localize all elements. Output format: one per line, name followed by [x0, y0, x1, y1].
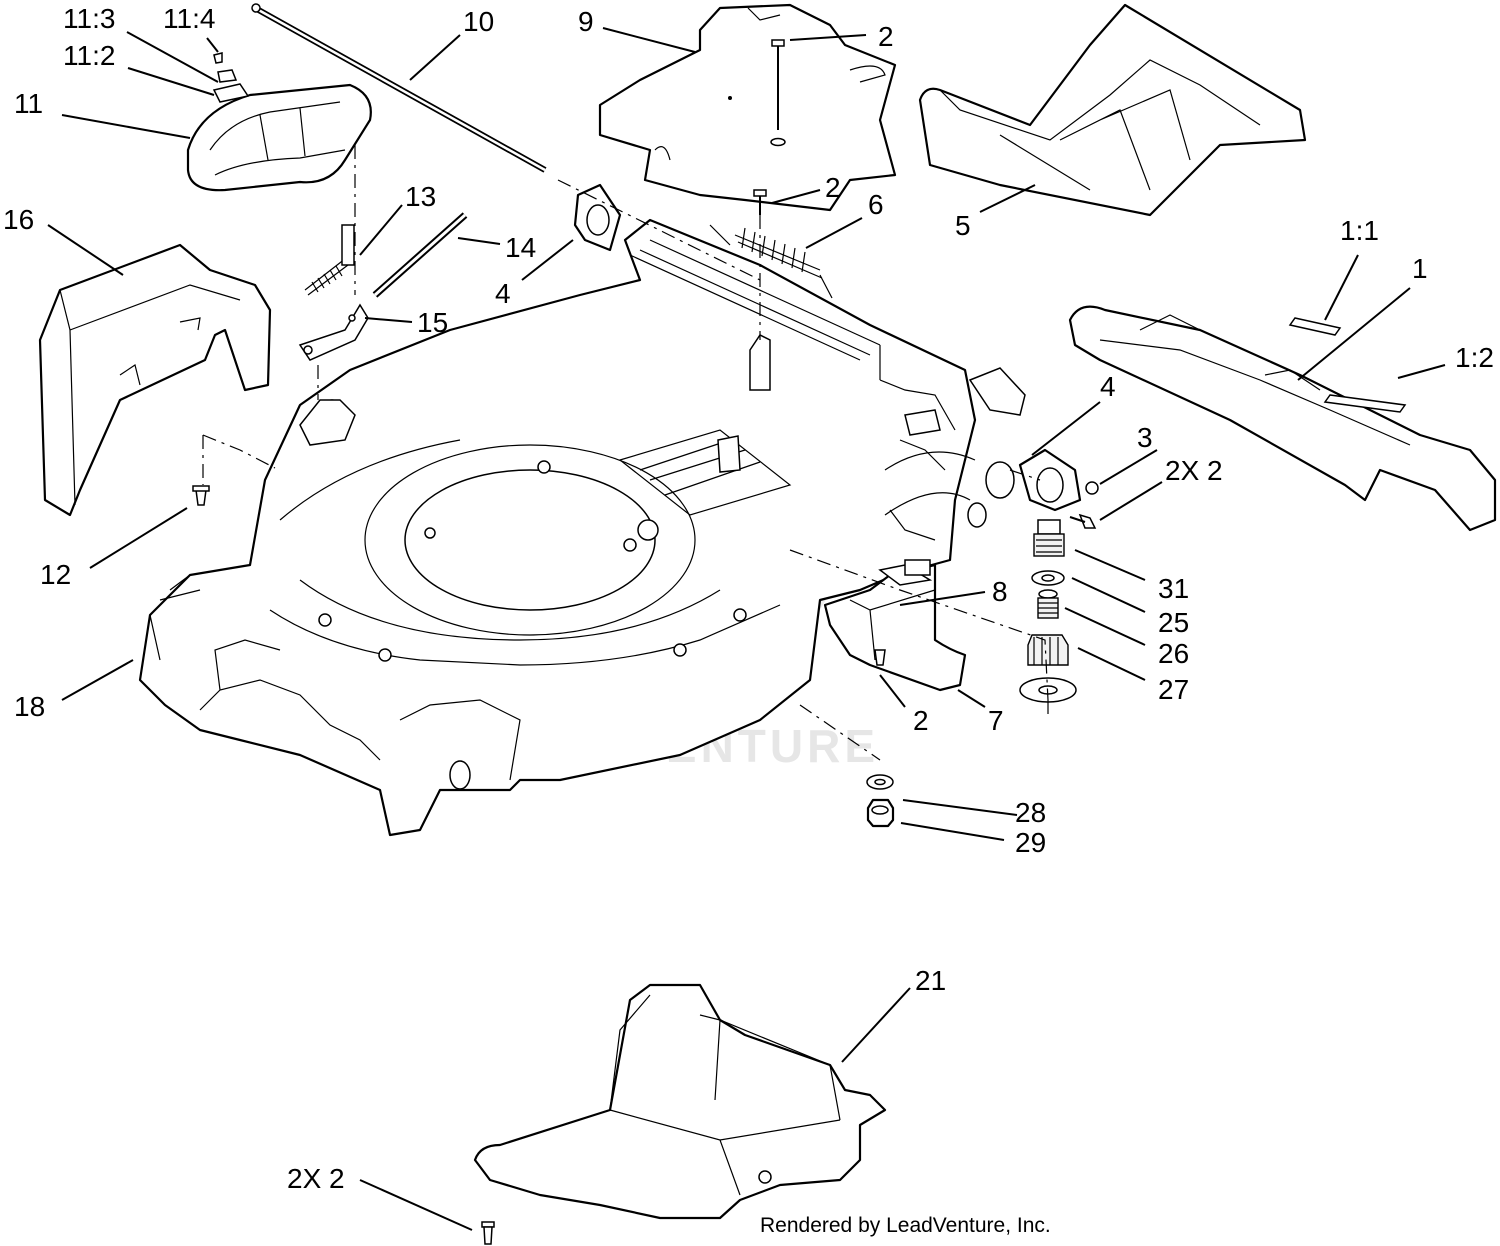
part-9-plate: [598, 3, 897, 212]
callout-2-mid: 2: [825, 172, 841, 203]
callout-5: 5: [955, 210, 971, 241]
part-15-bracket: [298, 303, 369, 361]
callout-10: 10: [463, 6, 494, 37]
part-2-screw-lower: [874, 649, 886, 666]
part-16-flap: [38, 243, 272, 517]
callout-29: 29: [1015, 827, 1046, 858]
callout-27: 27: [1158, 674, 1189, 705]
render-credit: Rendered by LeadVenture, Inc.: [760, 1214, 1051, 1237]
part-4-bushing-upper: [573, 183, 622, 252]
callout-25: 25: [1158, 607, 1189, 638]
part-12-screw: [192, 485, 210, 506]
part-2-screw-top: [771, 39, 785, 130]
callout-4-upper: 4: [495, 278, 511, 309]
callout-8: 8: [992, 576, 1008, 607]
callout-9: 9: [578, 6, 594, 37]
part-10-rod: [251, 3, 547, 173]
callout-2x2-right: 2X 2: [1165, 455, 1223, 486]
callout-31: 31: [1158, 573, 1189, 604]
callout-1-2: 1:2: [1455, 342, 1494, 373]
part-1-bracket: [1068, 305, 1497, 532]
callout-6: 6: [868, 189, 884, 220]
callout-labels: 11:3 11:4 11:2 11 10 9 2 2 6 5 13 14 4 1…: [3, 3, 1494, 1194]
callout-4-right: 4: [1100, 371, 1116, 402]
callout-3: 3: [1137, 422, 1153, 453]
callout-2x2-bottom: 2X 2: [287, 1163, 345, 1194]
part-6-spring: [709, 224, 833, 299]
part-3-nut: [1085, 481, 1099, 495]
callout-2-lower: 2: [913, 705, 929, 736]
callout-1: 1: [1412, 253, 1428, 284]
part-26-spring: [1037, 589, 1059, 619]
callout-21: 21: [915, 965, 946, 996]
callout-7: 7: [988, 705, 1004, 736]
part-2-screw-mid: [753, 189, 767, 215]
callout-11-3: 11:3: [63, 3, 115, 34]
part-11-cap: [186, 52, 372, 192]
part-2-screw-bottom: [481, 1221, 495, 1245]
part-25-washer: [1031, 570, 1065, 586]
part-7-baffle: [823, 559, 967, 692]
part-4-bushing-right: [1018, 448, 1082, 512]
center-lines: [202, 145, 1049, 761]
part-21-deflector: [473, 983, 887, 1220]
callout-18: 18: [14, 691, 45, 722]
part-5-chute: [918, 3, 1307, 217]
callout-11-2: 11:2: [63, 40, 115, 71]
callout-13: 13: [405, 181, 436, 212]
callout-14: 14: [505, 232, 536, 263]
callout-12: 12: [40, 559, 71, 590]
part-18-deck: [138, 218, 1026, 837]
part-13-spring: [304, 224, 355, 296]
callout-11: 11: [14, 88, 43, 119]
callout-16: 16: [3, 204, 34, 235]
callout-26: 26: [1158, 638, 1189, 669]
part-31-adapter: [1033, 519, 1065, 557]
callout-11-4: 11:4: [163, 3, 215, 34]
callout-15: 15: [417, 307, 448, 338]
part-14-pin: [372, 212, 468, 298]
part-2-screw-right: [1069, 513, 1097, 529]
part-29-nut: [866, 798, 895, 828]
part-28-washer: [866, 774, 894, 790]
callout-2-top: 2: [878, 21, 894, 52]
callout-28: 28: [1015, 797, 1046, 828]
callout-1-1: 1:1: [1340, 215, 1379, 246]
leader-lines: [47, 27, 1446, 1231]
